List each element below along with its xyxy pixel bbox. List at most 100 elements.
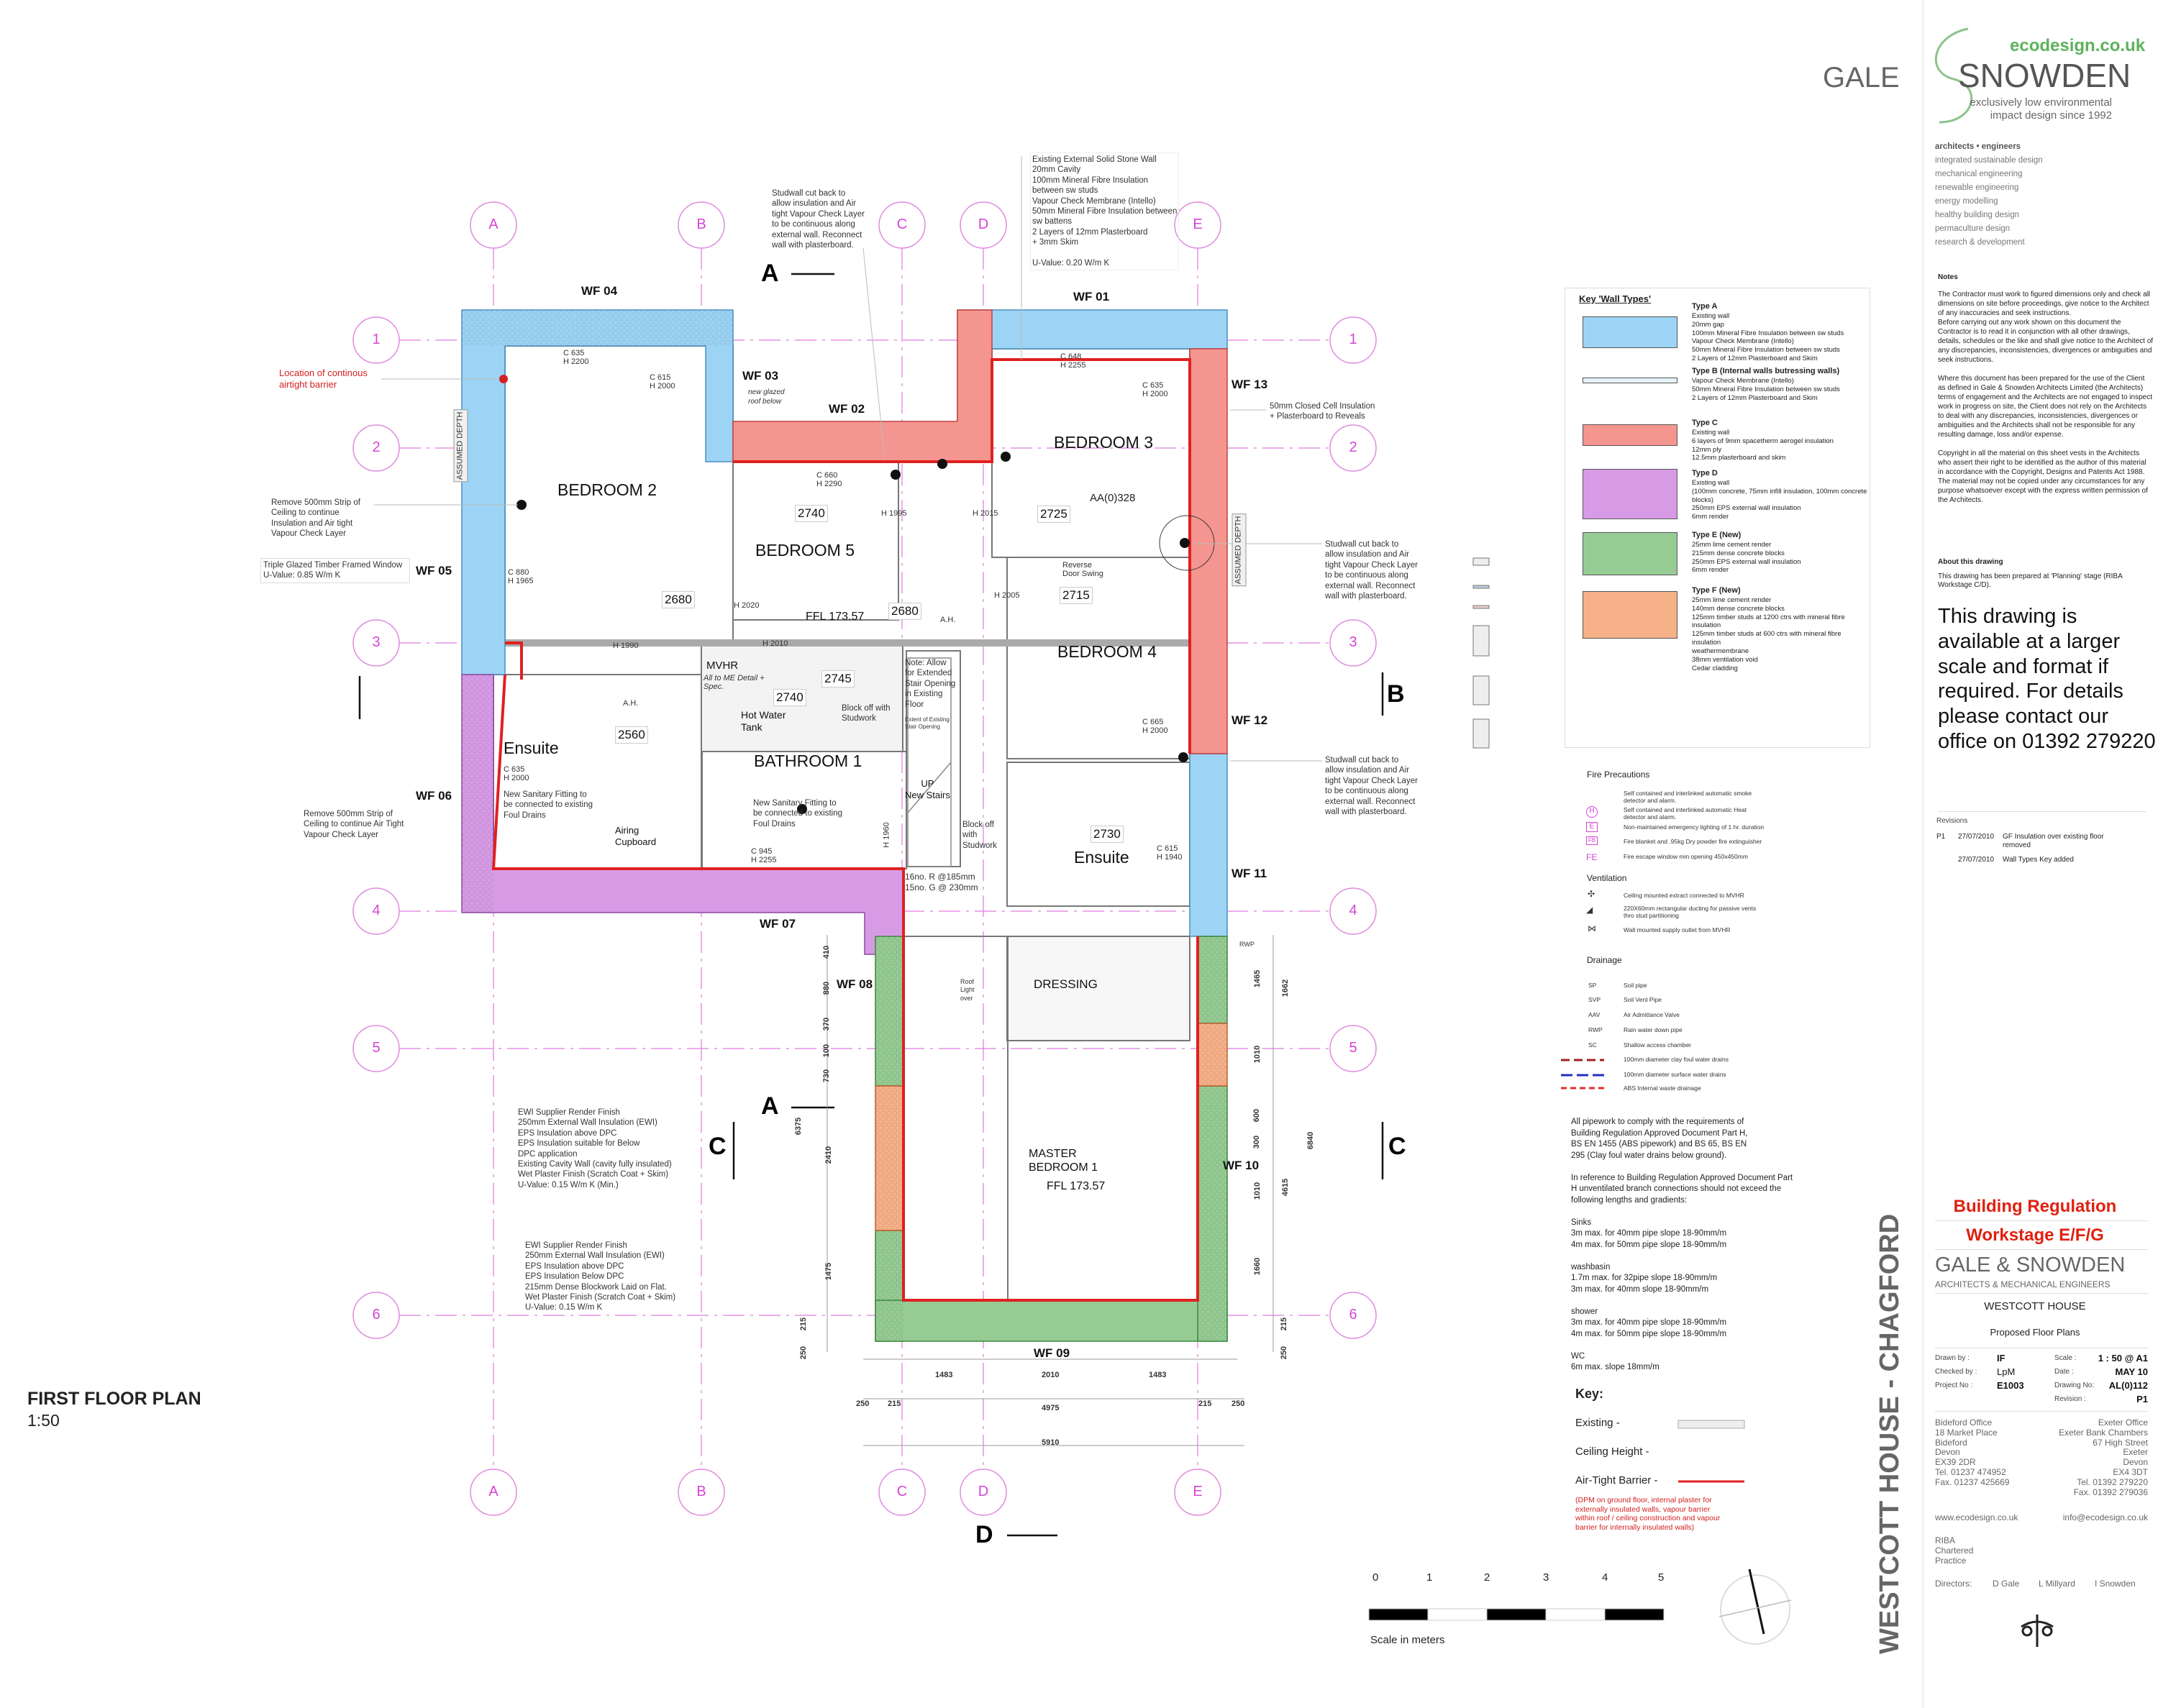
existing-key-swatch xyxy=(1677,1420,1745,1429)
riba-crest-icon xyxy=(2021,1615,2054,1647)
grid-label-c-bottom: C xyxy=(896,1484,908,1499)
hot-water-tank-label: Hot Water Tank xyxy=(741,709,786,733)
grid-label-4: 4 xyxy=(372,903,381,918)
grid-label-2-right: 2 xyxy=(1349,439,1357,455)
service-item: healthy building design xyxy=(1935,211,2020,219)
window-label: WF 02 xyxy=(829,402,865,416)
room-height: 2740 xyxy=(795,505,828,523)
room-height: 2715 xyxy=(1060,587,1093,605)
section-marker-c: C xyxy=(709,1133,727,1160)
room-bedroom-2: BEDROOM 2 xyxy=(557,480,657,499)
grid-bubbles xyxy=(352,201,1377,1516)
room-bedroom-4: BEDROOM 4 xyxy=(1057,642,1157,661)
title-block-panel: ecodesign.co.uk GALE SNOWDEN exclusively… xyxy=(1823,0,2158,1708)
note-sanitary-1: New Sanitary Fitting to be connected to … xyxy=(504,790,593,820)
website-link[interactable]: www.ecodesign.co.uk xyxy=(1935,1512,2018,1522)
scale-label: 3 xyxy=(1543,1571,1549,1584)
fire-item: Non-maintained emergency lighting of 1 h… xyxy=(1624,823,1765,831)
stage-title-2: Workstage E/F/G xyxy=(1966,1225,2104,1245)
dimension: 215 xyxy=(888,1399,901,1408)
wall-type-b: Type B (Internal walls butressing walls)… xyxy=(1692,367,1840,402)
grid-label-5: 5 xyxy=(372,1040,381,1056)
firm-subtitle: ARCHITECTS & MECHANICAL ENGINEERS xyxy=(1935,1279,2111,1289)
note-closed-cell: 50mm Closed Cell Insulation + Plasterboa… xyxy=(1270,402,1375,421)
dimension: 250 xyxy=(799,1346,809,1360)
grid-label-b-bottom: B xyxy=(696,1484,706,1499)
swatch-type-c xyxy=(1583,424,1677,446)
mini-wall-legend xyxy=(1472,557,1490,749)
scale-label: 2 xyxy=(1484,1571,1490,1584)
grid-label-5-right: 5 xyxy=(1349,1040,1357,1056)
note-studwall-right-1: Studwall cut back to allow insulation an… xyxy=(1325,540,1418,600)
ffl-level-2: FFL 173.57 xyxy=(1047,1180,1106,1192)
about-text: This drawing has been prepared at 'Plann… xyxy=(1938,572,2123,589)
drainage-item: Shallow access chamber xyxy=(1624,1041,1692,1049)
swatch-type-a xyxy=(1583,316,1677,348)
drainage-title: Drainage xyxy=(1587,955,1622,965)
larger-format-notice: This drawing is available at a larger sc… xyxy=(1938,605,2156,753)
service-item: mechanical engineering xyxy=(1935,170,2023,178)
swatch-type-d xyxy=(1583,469,1677,519)
dimension: 4975 xyxy=(1042,1404,1060,1412)
drainage-code: SC xyxy=(1588,1041,1597,1049)
note-ewi-1: EWI Supplier Render Finish 250mm Externa… xyxy=(518,1108,672,1189)
walls-type-c xyxy=(732,309,1228,754)
section-marker-c: C xyxy=(1388,1133,1406,1160)
opening-height: H 2020 xyxy=(734,601,760,610)
key-airtight-note: (DPM on ground floor, internal plaster f… xyxy=(1575,1496,1721,1532)
grid-label-d-bottom: D xyxy=(978,1484,989,1499)
label-assumed-depth: ASSUMED DEPTH xyxy=(453,409,468,483)
drawing-title: FIRST FLOOR PLAN xyxy=(27,1389,201,1409)
wall-types-key xyxy=(1565,288,1870,748)
scale-bar xyxy=(1368,1608,1665,1621)
note-stair-opening: Note: Allow for Extended Stair Opening i… xyxy=(905,659,956,709)
room-height: 2680 xyxy=(888,603,921,621)
swatch-type-b xyxy=(1583,378,1677,383)
emergency-light-icon: E xyxy=(1586,822,1598,832)
fire-blanket-icon: FB xyxy=(1586,836,1598,845)
fire-item: Self contained and interlinked automatic… xyxy=(1624,806,1747,821)
grid-label-1: 1 xyxy=(372,332,381,347)
room-ensuite-right: Ensuite xyxy=(1074,848,1129,867)
window-label: WF 04 xyxy=(581,284,618,298)
ventilation-item: 220X60mm rectangular ducting for passive… xyxy=(1624,905,1757,920)
stage-title-1: Building Regulation xyxy=(1953,1197,2117,1216)
room-bedroom-3: BEDROOM 3 xyxy=(1054,433,1154,452)
airtight-marker-dot xyxy=(499,375,508,383)
grid-label-3: 3 xyxy=(372,634,381,650)
dimension: 1483 xyxy=(935,1371,953,1379)
label-assumed-depth: ASSUMED DEPTH xyxy=(1231,513,1247,587)
drainage-item: Soil Vent Pipe xyxy=(1624,996,1662,1003)
email-link[interactable]: info@ecodesign.co.uk xyxy=(2062,1512,2148,1522)
grid-label-3-right: 3 xyxy=(1349,634,1357,650)
dimension: 215 xyxy=(1280,1317,1289,1331)
note-ceiling-strip-1: Remove 500mm Strip of Ceiling to continu… xyxy=(271,498,360,539)
note-studwall-right-2: Studwall cut back to allow insulation an… xyxy=(1325,756,1418,816)
fire-item: Fire escape window min opening 450x450mm xyxy=(1624,853,1748,860)
service-item: integrated sustainable design xyxy=(1935,156,2043,165)
opening-height: H 2005 xyxy=(994,591,1020,600)
room-master-bedroom: MASTER BEDROOM 1 xyxy=(1029,1148,1098,1174)
notes-title: Notes xyxy=(1938,273,1958,281)
drainage-code: SVP xyxy=(1588,996,1601,1003)
drawing-no-value: AL(0)112 xyxy=(2108,1380,2148,1391)
section-marker-d: D xyxy=(975,1521,993,1548)
dimension: 215 xyxy=(1198,1399,1212,1408)
room-height: 2745 xyxy=(821,670,855,688)
drawn-by-value: IF xyxy=(1997,1353,2006,1364)
window-label: WF 12 xyxy=(1231,713,1268,727)
room-height: 2725 xyxy=(1037,506,1070,524)
grid-label-c: C xyxy=(896,216,908,232)
pipework-notes: All pipework to comply with the requirem… xyxy=(1571,1118,1793,1372)
opening-size: C 615 H 1940 xyxy=(1157,844,1183,862)
wall-hatching xyxy=(462,310,1227,1341)
grid-label-6: 6 xyxy=(372,1307,381,1323)
fire-item: Self contained and interlinked automatic… xyxy=(1624,790,1752,805)
logo-website: ecodesign.co.uk xyxy=(2010,36,2146,55)
access-hatch: A.H. xyxy=(940,616,956,624)
scale-label: 5 xyxy=(1658,1571,1665,1584)
dimension-lines xyxy=(827,935,1274,1446)
dimension: 215 xyxy=(799,1317,809,1331)
project-no-label: Project No : xyxy=(1935,1382,1973,1389)
